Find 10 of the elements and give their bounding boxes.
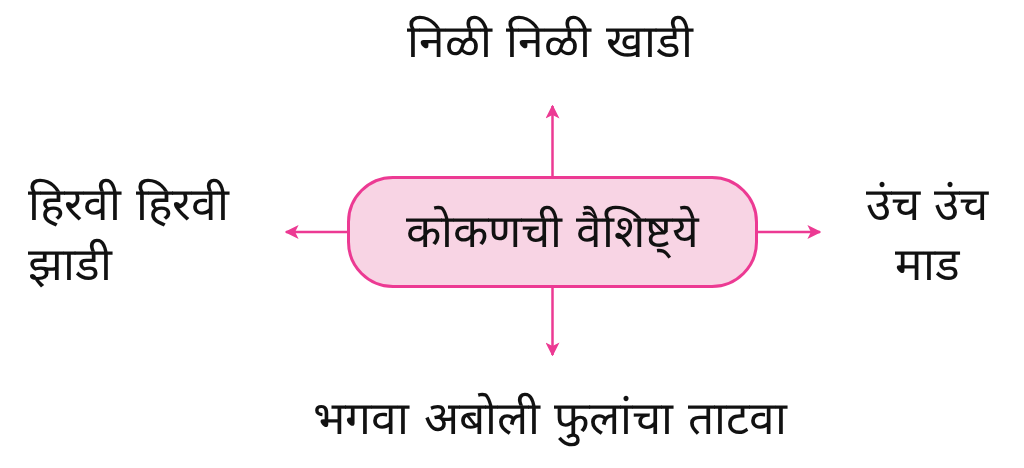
feature-label: हिरवी हिरवी झाडी (28, 176, 231, 293)
arrow (545, 104, 560, 176)
arrow (545, 288, 560, 357)
topic-box (347, 176, 758, 288)
arrow (758, 225, 822, 239)
feature-label: भगवा अबोली फुलांचा ताटवा (313, 390, 787, 449)
feature-label: निळी निळी खाडी (406, 13, 694, 70)
arrow (284, 225, 347, 239)
feature-label: उंच उंच माड (864, 176, 990, 293)
topic-title: कोकणची वैशिष्ट्ये (405, 203, 700, 261)
